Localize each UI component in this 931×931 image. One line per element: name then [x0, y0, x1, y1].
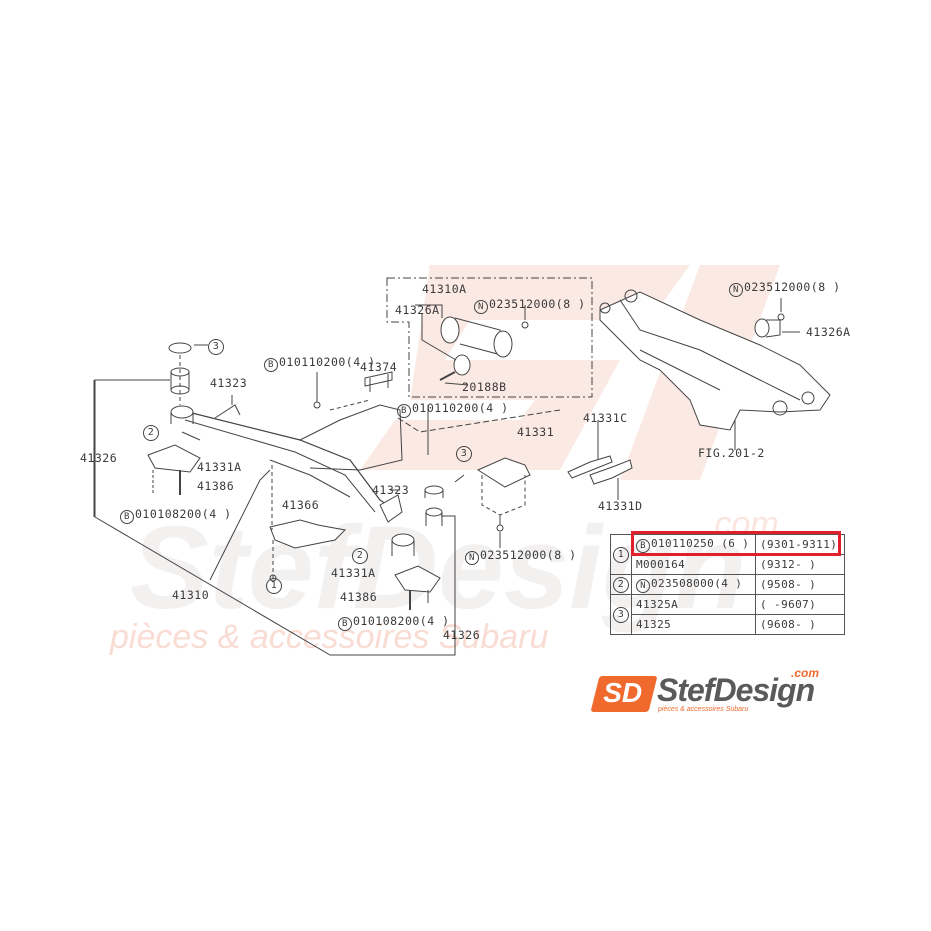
part-number: 023512000(8 ) [744, 280, 841, 294]
logo-domain: .com [791, 666, 820, 680]
part-number: 023512000(8 ) [480, 548, 577, 562]
bolt-marker-icon: B [338, 617, 352, 631]
nut-marker-icon: N [729, 283, 743, 297]
label-41323-center: 41323 [372, 483, 410, 497]
table-cell-range: (9608- ) [755, 614, 845, 635]
nut-marker-icon: N [636, 578, 650, 593]
label-41310A: 41310A [422, 282, 467, 296]
table-cell-part: 41325 [631, 614, 756, 635]
label-41331D: 41331D [598, 499, 643, 513]
table-cell-range: (9508- ) [755, 574, 845, 595]
label-41331A-left: 41331A [197, 460, 242, 474]
bolt-marker-icon: B [636, 538, 650, 553]
label-41386-left: 41386 [197, 479, 235, 493]
bolt-marker-icon: B [120, 510, 134, 524]
ref-marker-2-left: 2 [143, 425, 159, 441]
label-41386-center: 41386 [340, 590, 378, 604]
table-row: 3 41325A ( -9607) [610, 594, 845, 635]
part-number: 010108200(4 ) [135, 507, 232, 521]
label-41331: 41331 [517, 425, 555, 439]
label-41331A-center: 41331A [331, 566, 376, 580]
table-cell-range: (9312- ) [755, 554, 845, 575]
label-41323-left: 41323 [210, 376, 248, 390]
logo-badge-icon: SD [590, 676, 658, 712]
label-fig-ref: FIG.201-2 [698, 446, 765, 460]
table-cell-range: ( -9607) [755, 594, 845, 615]
table-row: M000164 (9312- ) [611, 554, 845, 575]
label-41326A-top: 41326A [395, 303, 440, 317]
table-row: 41325 (9608- ) [611, 614, 845, 635]
part-number: 010110200(4 ) [279, 355, 376, 369]
table-cell-part: M000164 [631, 554, 756, 575]
label-41331C: 41331C [583, 411, 628, 425]
nut-marker-icon: N [465, 551, 479, 565]
label-20188B: 20188B [462, 380, 507, 394]
table-cell-part: 41325A [631, 594, 756, 615]
table-cell-range: (9301-9311) [755, 534, 845, 555]
label-41326A-right: 41326A [806, 325, 851, 339]
bolt-marker-icon: B [264, 358, 278, 372]
table-key-1: 1 [610, 534, 632, 575]
table-key-2: 2 [610, 574, 632, 595]
label-41366: 41366 [282, 498, 320, 512]
part-number: 010110200(4 ) [412, 401, 509, 415]
bolt-marker-icon: B [397, 404, 411, 418]
logo-tagline: pièces & accessoires Subaru [658, 706, 749, 713]
table-key-3: 3 [610, 594, 632, 635]
part-number: 010108200(4 ) [353, 614, 450, 628]
ref-marker-3-left: 3 [208, 339, 224, 355]
label-41326-left: 41326 [80, 451, 118, 465]
watermark-tagline: pièces & accessoires Subaru [110, 618, 549, 656]
label-41326-center: 41326 [443, 628, 481, 642]
ref-marker-3-center: 3 [456, 446, 472, 462]
logo-name: StefDesign [657, 672, 815, 708]
stefdesign-logo: SD StefDesign .com pièces & accessoires … [590, 666, 845, 720]
label-41310: 41310 [172, 588, 210, 602]
part-number: 023512000(8 ) [489, 297, 586, 311]
ref-marker-1: 1 [266, 578, 282, 594]
highlight-box [631, 531, 841, 556]
nut-marker-icon: N [474, 300, 488, 314]
label-41374: 41374 [360, 360, 398, 374]
ref-marker-2-center: 2 [352, 548, 368, 564]
